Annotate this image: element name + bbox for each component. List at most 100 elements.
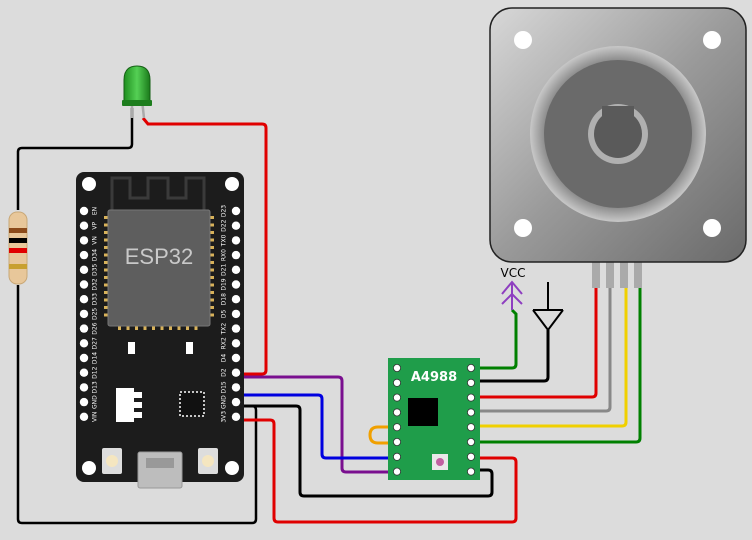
esp32-pin-hole[interactable] xyxy=(231,221,241,230)
esp32-pin-hole[interactable] xyxy=(79,236,89,245)
wire-d4-to-step xyxy=(238,375,398,474)
esp32-pin-label: GND xyxy=(221,395,228,409)
wire-led-resistor xyxy=(16,108,134,210)
esp32-pin-hole[interactable] xyxy=(79,221,89,230)
esp32-pin-label: D14 xyxy=(92,352,99,364)
esp32-pin-hole[interactable] xyxy=(79,339,89,348)
esp32-pin-label: RX0 xyxy=(221,249,228,261)
esp32-pin-hole[interactable] xyxy=(79,368,89,377)
esp32-pin-label: EN xyxy=(92,207,99,215)
esp32-pin-label: D34 xyxy=(92,249,99,261)
esp32-pin-label: D35 xyxy=(92,263,99,275)
esp32-pin-label: D5 xyxy=(221,309,228,318)
driver-pins xyxy=(392,363,475,476)
driver-pin-left[interactable] xyxy=(392,393,401,402)
esp32-pin-label: D2 xyxy=(221,368,228,377)
esp32-board[interactable]: ESP32 ENVPVND34D35D32D33D25D26D27D14D12D… xyxy=(76,172,244,489)
esp32-pin-label: D21 xyxy=(221,263,228,275)
esp32-pin-hole[interactable] xyxy=(79,206,89,216)
esp32-pin-hole[interactable] xyxy=(79,412,89,421)
esp32-label: ESP32 xyxy=(125,244,194,269)
wire-gnd-to-driver-gnd xyxy=(238,404,494,498)
driver-pin-right[interactable] xyxy=(466,437,475,446)
module-pads xyxy=(104,216,214,330)
esp32-pin-hole[interactable] xyxy=(231,265,241,274)
esp32-pin-hole[interactable] xyxy=(231,412,241,421)
wire-1b-green xyxy=(470,288,642,444)
a4988-label: A4988 xyxy=(411,370,457,385)
esp32-pin-hole[interactable] xyxy=(79,295,89,304)
wire-2a-gray xyxy=(470,288,612,413)
esp32-pin-label: D23 xyxy=(221,205,228,217)
esp32-pin-label: D19 xyxy=(221,278,228,290)
esp32-pin-label: GND xyxy=(92,395,99,409)
esp32-pin-hole[interactable] xyxy=(231,383,241,392)
wire-d15-to-dir xyxy=(238,393,398,460)
esp32-left-pins: ENVPVND34D35D32D33D25D26D27D14D12D13GNDV… xyxy=(79,206,99,422)
driver-pin-right[interactable] xyxy=(466,408,475,417)
driver-pin-right[interactable] xyxy=(466,393,475,402)
ground-symbol xyxy=(532,282,564,332)
esp32-pin-hole[interactable] xyxy=(79,324,89,333)
esp32-pin-label: D25 xyxy=(92,308,99,320)
esp32-pin-hole[interactable] xyxy=(231,324,241,333)
esp32-pin-hole[interactable] xyxy=(79,353,89,363)
driver-pin-left[interactable] xyxy=(392,452,401,461)
esp32-pin-hole[interactable] xyxy=(79,397,89,407)
driver-pin-left[interactable] xyxy=(392,437,401,446)
esp32-pin-hole[interactable] xyxy=(231,309,241,319)
wires xyxy=(16,108,642,525)
esp32-pin-label: D18 xyxy=(221,293,228,305)
esp32-pin-hole[interactable] xyxy=(79,250,89,260)
esp32-right-pins: D23D22TX0RX0D21D19D18D5TX2RX2D4D2D15GND3… xyxy=(221,205,241,423)
wire-gnd-to-ground xyxy=(470,330,550,383)
wire-led-to-d2 xyxy=(141,117,268,376)
esp32-pin-label: D12 xyxy=(92,366,99,378)
driver-pin-right[interactable] xyxy=(466,467,475,476)
green-led[interactable] xyxy=(122,65,152,119)
driver-pin-right[interactable] xyxy=(466,452,475,461)
esp32-pin-label: VN xyxy=(92,236,99,245)
esp32-pin-hole[interactable] xyxy=(231,339,241,348)
esp32-pin-label: D32 xyxy=(92,278,99,290)
esp32-pin-label: VP xyxy=(92,221,99,229)
driver-pin-right[interactable] xyxy=(466,423,475,432)
en-button[interactable] xyxy=(102,448,122,474)
driver-pin-left[interactable] xyxy=(392,408,401,417)
driver-pin-left[interactable] xyxy=(392,378,401,387)
esp32-pin-hole[interactable] xyxy=(231,397,241,407)
esp32-pin-hole[interactable] xyxy=(79,265,89,274)
boot-button[interactable] xyxy=(198,448,218,474)
wire-3v3-to-vdd xyxy=(238,418,518,524)
esp32-pin-label: D13 xyxy=(92,381,99,393)
wire-2b-red xyxy=(470,288,598,399)
esp32-pin-hole[interactable] xyxy=(79,280,89,289)
esp32-pin-label: TX0 xyxy=(221,234,228,247)
driver-pin-left[interactable] xyxy=(392,423,401,432)
esp32-pin-label: D15 xyxy=(221,381,228,393)
wire-reset-sleep xyxy=(368,425,398,445)
driver-pin-right[interactable] xyxy=(466,363,475,372)
resistor[interactable] xyxy=(8,211,28,285)
usb-port xyxy=(137,451,183,489)
wire-1a-yellow xyxy=(470,288,628,428)
esp32-pin-label: RX2 xyxy=(221,337,228,349)
driver-pin-right[interactable] xyxy=(466,378,475,387)
esp32-pin-label: D33 xyxy=(92,293,99,305)
esp32-pin-hole[interactable] xyxy=(231,353,241,363)
esp32-pin-hole[interactable] xyxy=(231,280,241,289)
a4988-driver[interactable]: A4988 xyxy=(388,358,480,480)
esp32-pin-hole[interactable] xyxy=(79,309,89,319)
esp32-pin-label: VIN xyxy=(92,412,99,422)
esp32-pin-hole[interactable] xyxy=(231,368,241,377)
driver-pin-left[interactable] xyxy=(392,467,401,476)
esp32-pin-hole[interactable] xyxy=(231,206,241,216)
esp32-pin-hole[interactable] xyxy=(79,383,89,392)
esp32-pin-label: 3V3 xyxy=(221,411,228,423)
esp32-pin-hole[interactable] xyxy=(231,250,241,260)
esp32-pin-hole[interactable] xyxy=(231,236,241,245)
stepper-motor[interactable] xyxy=(489,7,747,288)
esp32-pin-label: D26 xyxy=(92,322,99,334)
driver-pin-left[interactable] xyxy=(392,363,401,372)
esp32-pin-hole[interactable] xyxy=(231,295,241,304)
